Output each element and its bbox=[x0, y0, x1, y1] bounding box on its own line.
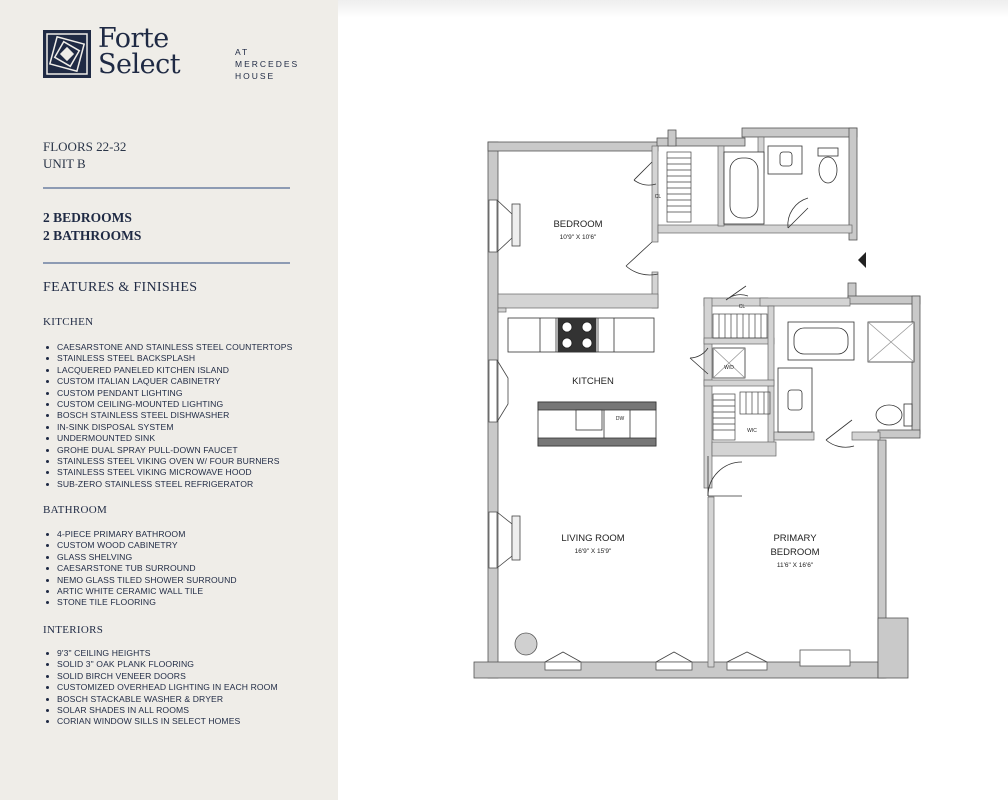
feature-item: STAINLESS STEEL VIKING MICROWAVE HOOD bbox=[45, 467, 292, 478]
interior-walls bbox=[497, 136, 881, 668]
windows bbox=[488, 199, 851, 671]
primary-bedroom-dims: 11'6" X 16'6" bbox=[777, 562, 814, 569]
feature-item: STAINLESS STEEL BACKSPLASH bbox=[45, 353, 292, 364]
feature-item: BOSCH STACKABLE WASHER & DRYER bbox=[45, 694, 278, 705]
brand-sub-line2: MERCEDES bbox=[235, 59, 300, 69]
feature-item: CUSTOM ITALIAN LAQUER CABINETRY bbox=[45, 376, 292, 387]
window-swings bbox=[496, 199, 768, 663]
brand-name: Forte Select bbox=[98, 23, 181, 80]
feature-item: GROHE DUAL SPRAY PULL-DOWN FAUCET bbox=[45, 445, 292, 456]
feature-item: STONE TILE FLOORING bbox=[45, 597, 237, 608]
feature-item: NEMO GLASS TILED SHOWER SURROUND bbox=[45, 575, 237, 586]
floors-text: FLOORS 22-32 bbox=[43, 139, 127, 154]
brand-subtitle: AT MERCEDES HOUSE bbox=[235, 46, 299, 82]
closet-label: CL bbox=[655, 194, 662, 200]
feature-item: CUSTOM PENDANT LIGHTING bbox=[45, 388, 292, 399]
living-room-label: LIVING ROOM bbox=[561, 533, 624, 544]
dishwasher-label: DW bbox=[616, 416, 625, 422]
logo-mark-icon bbox=[43, 30, 91, 78]
section-title-bathroom: BATHROOM bbox=[43, 504, 108, 516]
brand-name-line1: Forte bbox=[98, 23, 169, 54]
feature-item: LACQUERED PANELED KITCHEN ISLAND bbox=[45, 365, 292, 376]
walk-in-closet-label: WIC bbox=[747, 428, 757, 434]
bedroom-label: BEDROOM bbox=[553, 219, 602, 230]
feature-item: GLASS SHELVING bbox=[45, 552, 237, 563]
features-panel: Forte Select AT MERCEDES HOUSE FLOORS 22… bbox=[0, 0, 338, 800]
kitchen-features-list: CAESARSTONE AND STAINLESS STEEL COUNTERT… bbox=[45, 342, 292, 490]
feature-item: IN-SINK DISPOSAL SYSTEM bbox=[45, 422, 292, 433]
feature-item: CORIAN WINDOW SILLS IN SELECT HOMES bbox=[45, 716, 278, 727]
top-shadow bbox=[338, 0, 1008, 18]
room-count: 2 BEDROOMS 2 BATHROOMS bbox=[43, 209, 141, 245]
feature-item: CUSTOM CEILING-MOUNTED LIGHTING bbox=[45, 399, 292, 410]
brand-sub-line1: AT bbox=[235, 47, 250, 57]
bedroom-dims: 10'9" X 10'6" bbox=[560, 234, 597, 241]
feature-item: UNDERMOUNTED SINK bbox=[45, 433, 292, 444]
primary-bedroom-label-2: BEDROOM bbox=[770, 547, 819, 558]
feature-item: SUB-ZERO STAINLESS STEEL REFRIGERATOR bbox=[45, 479, 292, 490]
north-arrow-icon bbox=[858, 252, 866, 268]
features-title: FEATURES & FINISHES bbox=[43, 280, 198, 295]
section-title-interiors: INTERIORS bbox=[43, 624, 104, 636]
unit-info: FLOORS 22-32 UNIT B bbox=[43, 138, 126, 172]
round-table bbox=[514, 632, 538, 656]
feature-item: SOLID BIRCH VENEER DOORS bbox=[45, 671, 278, 682]
feature-item: CAESARSTONE AND STAINLESS STEEL COUNTERT… bbox=[45, 342, 292, 353]
washer-dryer-label: W/D bbox=[724, 365, 734, 371]
feature-item: SOLID 3" OAK PLANK FLOORING bbox=[45, 659, 278, 670]
feature-item: STAINLESS STEEL VIKING OVEN W/ FOUR BURN… bbox=[45, 456, 292, 467]
feature-item: CUSTOMIZED OVERHEAD LIGHTING IN EACH ROO… bbox=[45, 682, 278, 693]
brand-name-line2: Select bbox=[98, 49, 181, 80]
feature-item: CUSTOM WOOD CABINETRY bbox=[45, 540, 237, 551]
room-labels: BEDROOM 10'9" X 10'6" KITCHEN LIVING ROO… bbox=[553, 194, 819, 569]
brand-sub-line3: HOUSE bbox=[235, 71, 276, 81]
kitchen-label: KITCHEN bbox=[572, 376, 614, 387]
feature-item: BOSCH STAINLESS STEEL DISHWASHER bbox=[45, 410, 292, 421]
bathrooms-count: 2 BATHROOMS bbox=[43, 228, 142, 243]
feature-item: SOLAR SHADES IN ALL ROOMS bbox=[45, 705, 278, 716]
section-title-kitchen: KITCHEN bbox=[43, 316, 94, 328]
door-swings bbox=[625, 161, 855, 497]
kitchen-counters bbox=[507, 317, 657, 447]
closet-shelving bbox=[666, 151, 771, 441]
primary-bedroom-label-1: PRIMARY bbox=[773, 533, 817, 544]
feature-item: 9'3" CEILING HEIGHTS bbox=[45, 648, 278, 659]
living-room-dims: 16'9" X 15'9" bbox=[575, 548, 612, 555]
divider bbox=[43, 262, 290, 264]
divider bbox=[43, 187, 290, 189]
feature-item: 4-PIECE PRIMARY BATHROOM bbox=[45, 529, 237, 540]
bedrooms-count: 2 BEDROOMS bbox=[43, 210, 132, 225]
bath-fixtures bbox=[712, 145, 915, 433]
unit-name: UNIT B bbox=[43, 156, 86, 171]
closet-label: CL bbox=[739, 304, 746, 310]
feature-item: CAESARSTONE TUB SURROUND bbox=[45, 563, 237, 574]
feature-item: ARTIC WHITE CERAMIC WALL TILE bbox=[45, 586, 237, 597]
